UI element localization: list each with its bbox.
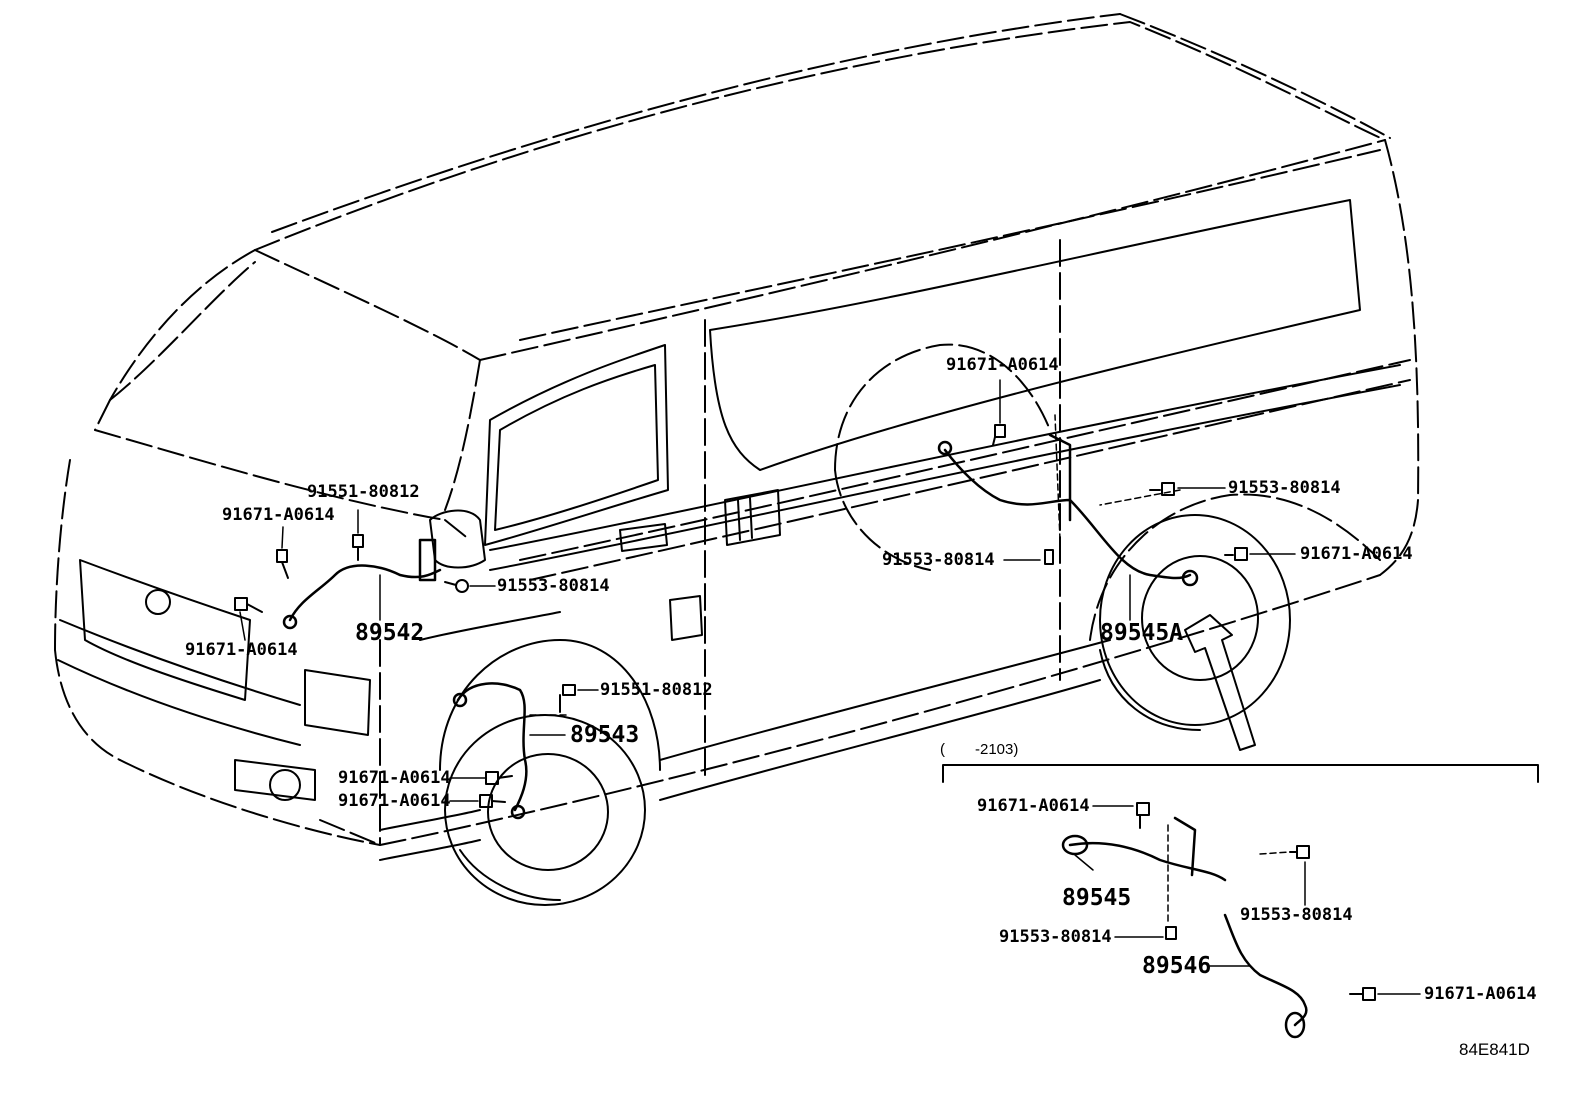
callout-rr-screw-top: 91671-A0614 [946,355,1059,375]
callout-fr-screw-b: 91671-A0614 [338,791,451,811]
illustration-id: 84E841D [1459,1040,1530,1059]
view-direction-arrow-icon [1184,614,1256,751]
callout-fr-sensor: 89543 [570,722,640,748]
callout-inset-screw-bottom: 91671-A0614 [1424,984,1537,1004]
callout-inset-bolt-left: 91553-80814 [999,927,1112,947]
callout-inset-sensor-lower: 89546 [1142,953,1212,979]
leader-lines [239,379,1421,995]
dashed-leaders [529,414,1291,926]
callout-fl-screw-top: 91671-A0614 [222,505,335,525]
callout-fl-bolt-right: 91553-80814 [497,576,610,596]
callout-fl-screw-bottom: 91671-A0614 [185,640,298,660]
fastener-icons [234,424,1376,1001]
date-range-note: ( -2103) [940,741,1019,758]
callout-rr-bolt-left: 91553-80814 [882,550,995,570]
sensor-harnesses [282,433,1308,1039]
callout-fl-clip-top: 91551-80812 [307,482,420,502]
callout-fl-sensor: 89542 [355,620,425,646]
callout-rr-sensor: 89545A [1100,620,1184,646]
callout-rr-bolt-right: 91553-80814 [1228,478,1341,498]
rear-wheel [1099,514,1291,731]
inset-bracket [942,764,1539,783]
callout-fr-clip: 91551-80812 [600,680,713,700]
van-body-outline [54,13,1420,846]
callout-inset-sensor-upper: 89545 [1062,885,1132,911]
callout-inset-bolt-right: 91553-80814 [1240,905,1353,925]
callout-rr-screw-right: 91671-A0614 [1300,544,1413,564]
callout-inset-screw-top: 91671-A0614 [977,796,1090,816]
van-body-details [57,199,1401,861]
callout-fr-screw-a: 91671-A0614 [338,768,451,788]
